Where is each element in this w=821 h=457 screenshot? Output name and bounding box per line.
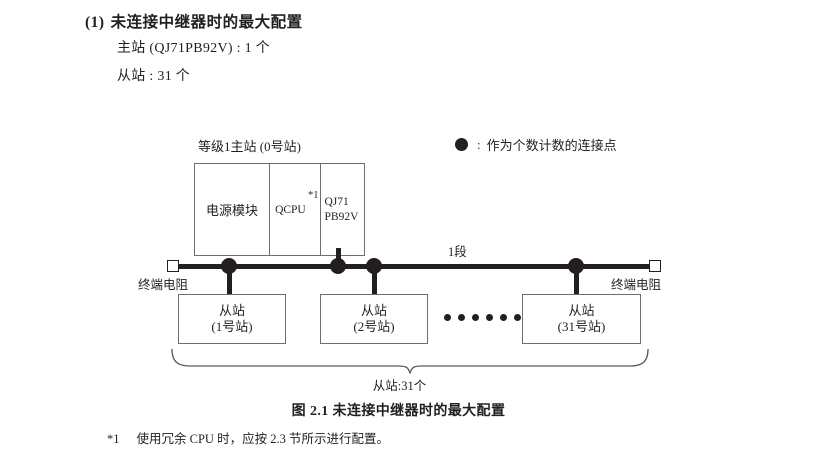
slave-station-box-1: 从站 (1号站) <box>178 294 286 344</box>
legend-colon: : <box>477 136 481 152</box>
drop-stub-slave2 <box>371 264 377 295</box>
slave-31-station: (31号站) <box>557 319 606 334</box>
qcpu-cell: QCPU *1 <box>270 164 321 255</box>
drop-stub-slave1 <box>226 264 232 295</box>
network-module-line2: PB92V <box>324 210 359 223</box>
slave-count-label: 从站:31个 <box>372 379 427 393</box>
slave-station-box-31: 从站 (31号站) <box>522 294 641 344</box>
ellipsis-dots <box>444 314 521 321</box>
filled-circle-icon <box>455 138 468 151</box>
ellipsis-dot <box>500 314 507 321</box>
slave-1-name: 从站 <box>218 302 245 318</box>
ellipsis-dot <box>486 314 493 321</box>
footnote-mark: *1 <box>107 432 120 446</box>
bus-node-master <box>330 258 346 274</box>
bus-trunk-line <box>176 263 655 269</box>
footnote-text: 使用冗余 CPU 时，应按 2.3 节所示进行配置。 <box>136 432 389 446</box>
section-title: (1) 未连接中继器时的最大配置 <box>85 10 303 32</box>
terminator-right-icon <box>649 260 661 272</box>
terminator-right-label: 终端电阻 <box>611 278 662 292</box>
legend: : 作为个数计数的连接点 <box>455 135 617 154</box>
section-line-master: 主站 (QJ71PB92V) : 1 个 <box>117 41 271 56</box>
network-module-cell: QJ71 PB92V <box>321 164 365 255</box>
brace-svg <box>171 348 649 376</box>
legend-text: 作为个数计数的连接点 <box>486 138 617 153</box>
slave-count-brace <box>170 348 650 376</box>
master-drop-stub <box>335 248 341 266</box>
terminator-left-icon <box>167 260 179 272</box>
section-line-slave: 从站 : 31 个 <box>117 69 191 84</box>
ellipsis-dot <box>444 314 451 321</box>
master-station-label: 等级1主站 (0号站) <box>198 139 301 154</box>
figure-caption: 图 2.1 未连接中继器时的最大配置 <box>291 404 506 419</box>
ellipsis-dot <box>472 314 479 321</box>
slave-1-station: (1号站) <box>211 319 253 334</box>
network-module-line1: QJ71 <box>324 196 349 209</box>
footnote: *1 使用冗余 CPU 时，应按 2.3 节所示进行配置。 <box>107 428 389 447</box>
ellipsis-dot <box>514 314 521 321</box>
section-title-text: 未连接中继器时的最大配置 <box>110 14 303 31</box>
section-number: (1) <box>85 14 105 31</box>
qcpu-footnote-mark: *1 <box>308 190 319 201</box>
power-module-cell: 电源模块 <box>195 164 271 255</box>
master-rack: 电源模块 QCPU *1 QJ71 PB92V <box>194 163 365 256</box>
slave-2-station: (2号站) <box>353 319 395 334</box>
qcpu-label: QCPU <box>275 203 306 216</box>
drop-stub-slave31 <box>573 264 579 295</box>
slave-station-box-2: 从站 (2号站) <box>320 294 428 344</box>
terminator-left-label: 终端电阻 <box>138 278 189 292</box>
ellipsis-dot <box>458 314 465 321</box>
slave-2-name: 从站 <box>360 302 387 318</box>
segment-label: 1段 <box>448 245 467 259</box>
slave-31-name: 从站 <box>568 302 595 318</box>
